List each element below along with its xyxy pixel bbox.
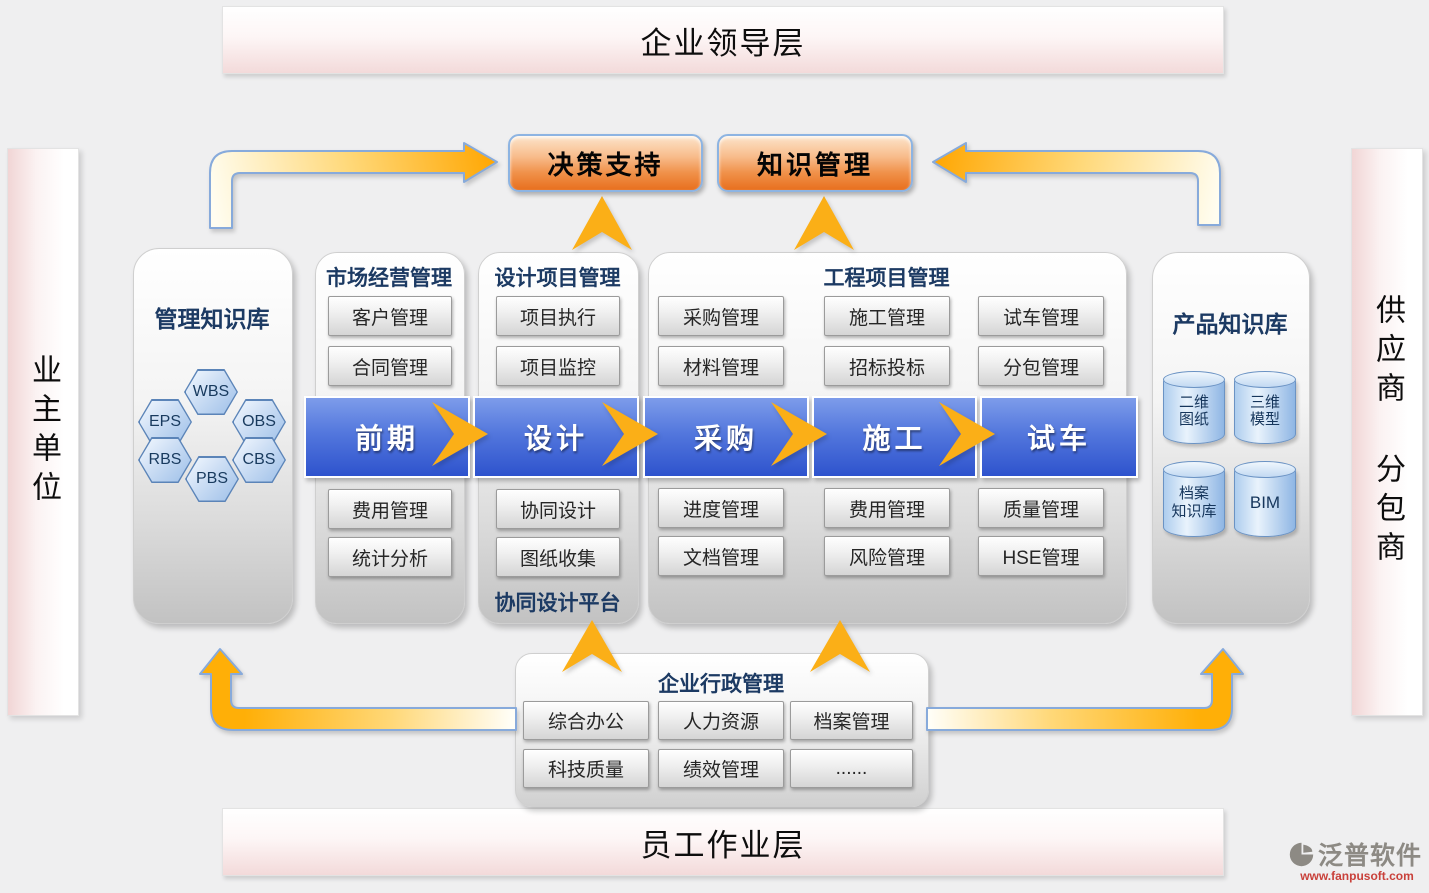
project-monitor-button[interactable]: 项目监控 (496, 346, 620, 386)
subcontractor-label: 分包商 (1371, 453, 1404, 570)
cost-mgmt-button-market[interactable]: 费用管理 (328, 489, 452, 529)
stage-design: 设计 (473, 396, 639, 478)
collab-platform-caption: 协同设计平台 (494, 592, 621, 615)
decision-support-button[interactable]: 决策支持 (508, 134, 703, 192)
risk-mgmt-button[interactable]: 风险管理 (824, 536, 950, 576)
supplier-label: 供应商 (1371, 294, 1404, 411)
owner-unit-bar: 业主单位 (7, 148, 79, 716)
cost-mgmt-button-eng[interactable]: 费用管理 (824, 488, 950, 528)
document-mgmt-button[interactable]: 文档管理 (658, 536, 784, 576)
arrow-owner-to-decision (209, 142, 498, 229)
market-title: 市场经营管理 (326, 267, 452, 290)
engineering-title: 工程项目管理 (823, 267, 950, 290)
cylinder-3d-model: 三维 模型 (1234, 371, 1296, 444)
statistics-button[interactable]: 统计分析 (328, 537, 452, 577)
arrow-up-to-decision (572, 196, 632, 250)
vendor-url: www.fanpusoft.com (1300, 869, 1414, 883)
subcontract-mgmt-button[interactable]: 分包管理 (978, 346, 1104, 386)
enterprise-leadership-label: 企业领导层 (640, 25, 806, 61)
quality-mgmt-button[interactable]: 质量管理 (978, 488, 1104, 528)
stage-commissioning: 试车 (980, 396, 1138, 478)
employee-operation-bar: 员工作业层 (222, 808, 1224, 876)
cylinder-archive-kb: 档案 知识库 (1163, 461, 1225, 537)
hr-button[interactable]: 人力资源 (658, 701, 784, 740)
performance-mgmt-button[interactable]: 绩效管理 (658, 749, 784, 788)
more-button[interactable]: ...... (790, 749, 913, 788)
procurement-mgmt-button[interactable]: 采购管理 (658, 296, 784, 336)
vendor-logo: 泛普软件 www.fanpusoft.com (1288, 836, 1426, 888)
cylinder-2d-drawings: 二维 图纸 (1163, 371, 1225, 444)
enterprise-leadership-bar: 企业领导层 (222, 6, 1224, 74)
arrow-product-to-knowledge (932, 142, 1221, 226)
drawing-collect-button[interactable]: 图纸收集 (496, 537, 620, 577)
arrow-admin-to-owner (199, 648, 517, 731)
knowledge-mgmt-button[interactable]: 知识管理 (717, 134, 913, 192)
archive-mgmt-button[interactable]: 档案管理 (790, 701, 913, 740)
bidding-button[interactable]: 招标投标 (824, 346, 950, 386)
material-mgmt-button[interactable]: 材料管理 (658, 346, 784, 386)
arrow-up-to-knowledge (794, 196, 854, 250)
stage-construction: 施工 (812, 396, 977, 478)
stage-early-phase: 前期 (304, 396, 470, 478)
vendor-name: 泛普软件 (1318, 842, 1423, 870)
fanpu-logo-icon (1289, 842, 1314, 866)
hse-mgmt-button[interactable]: HSE管理 (978, 536, 1104, 576)
commissioning-mgmt-button[interactable]: 试车管理 (978, 296, 1104, 336)
owner-unit-label: 业主单位 (27, 354, 60, 510)
contract-mgmt-button[interactable]: 合同管理 (328, 346, 452, 386)
tech-quality-button[interactable]: 科技质量 (523, 749, 649, 788)
admin-title: 企业行政管理 (658, 673, 784, 696)
construction-mgmt-button[interactable]: 施工管理 (824, 296, 950, 336)
stage-procurement: 采购 (643, 396, 809, 478)
arrow-admin-to-supplier (926, 648, 1244, 731)
product-kb-title: 产品知识库 (1172, 311, 1288, 337)
customer-mgmt-button[interactable]: 客户管理 (328, 296, 452, 336)
general-office-button[interactable]: 综合办公 (523, 701, 649, 740)
design-title: 设计项目管理 (494, 267, 621, 290)
cylinder-bim: BIM (1234, 461, 1296, 537)
project-execution-button[interactable]: 项目执行 (496, 296, 620, 336)
schedule-mgmt-button[interactable]: 进度管理 (658, 488, 784, 528)
supplier-subcontractor-bar: 供应商 分包商 (1351, 148, 1423, 716)
employee-operation-label: 员工作业层 (640, 827, 806, 863)
collab-design-button[interactable]: 协同设计 (496, 489, 620, 529)
management-kb-title: 管理知识库 (154, 306, 270, 332)
